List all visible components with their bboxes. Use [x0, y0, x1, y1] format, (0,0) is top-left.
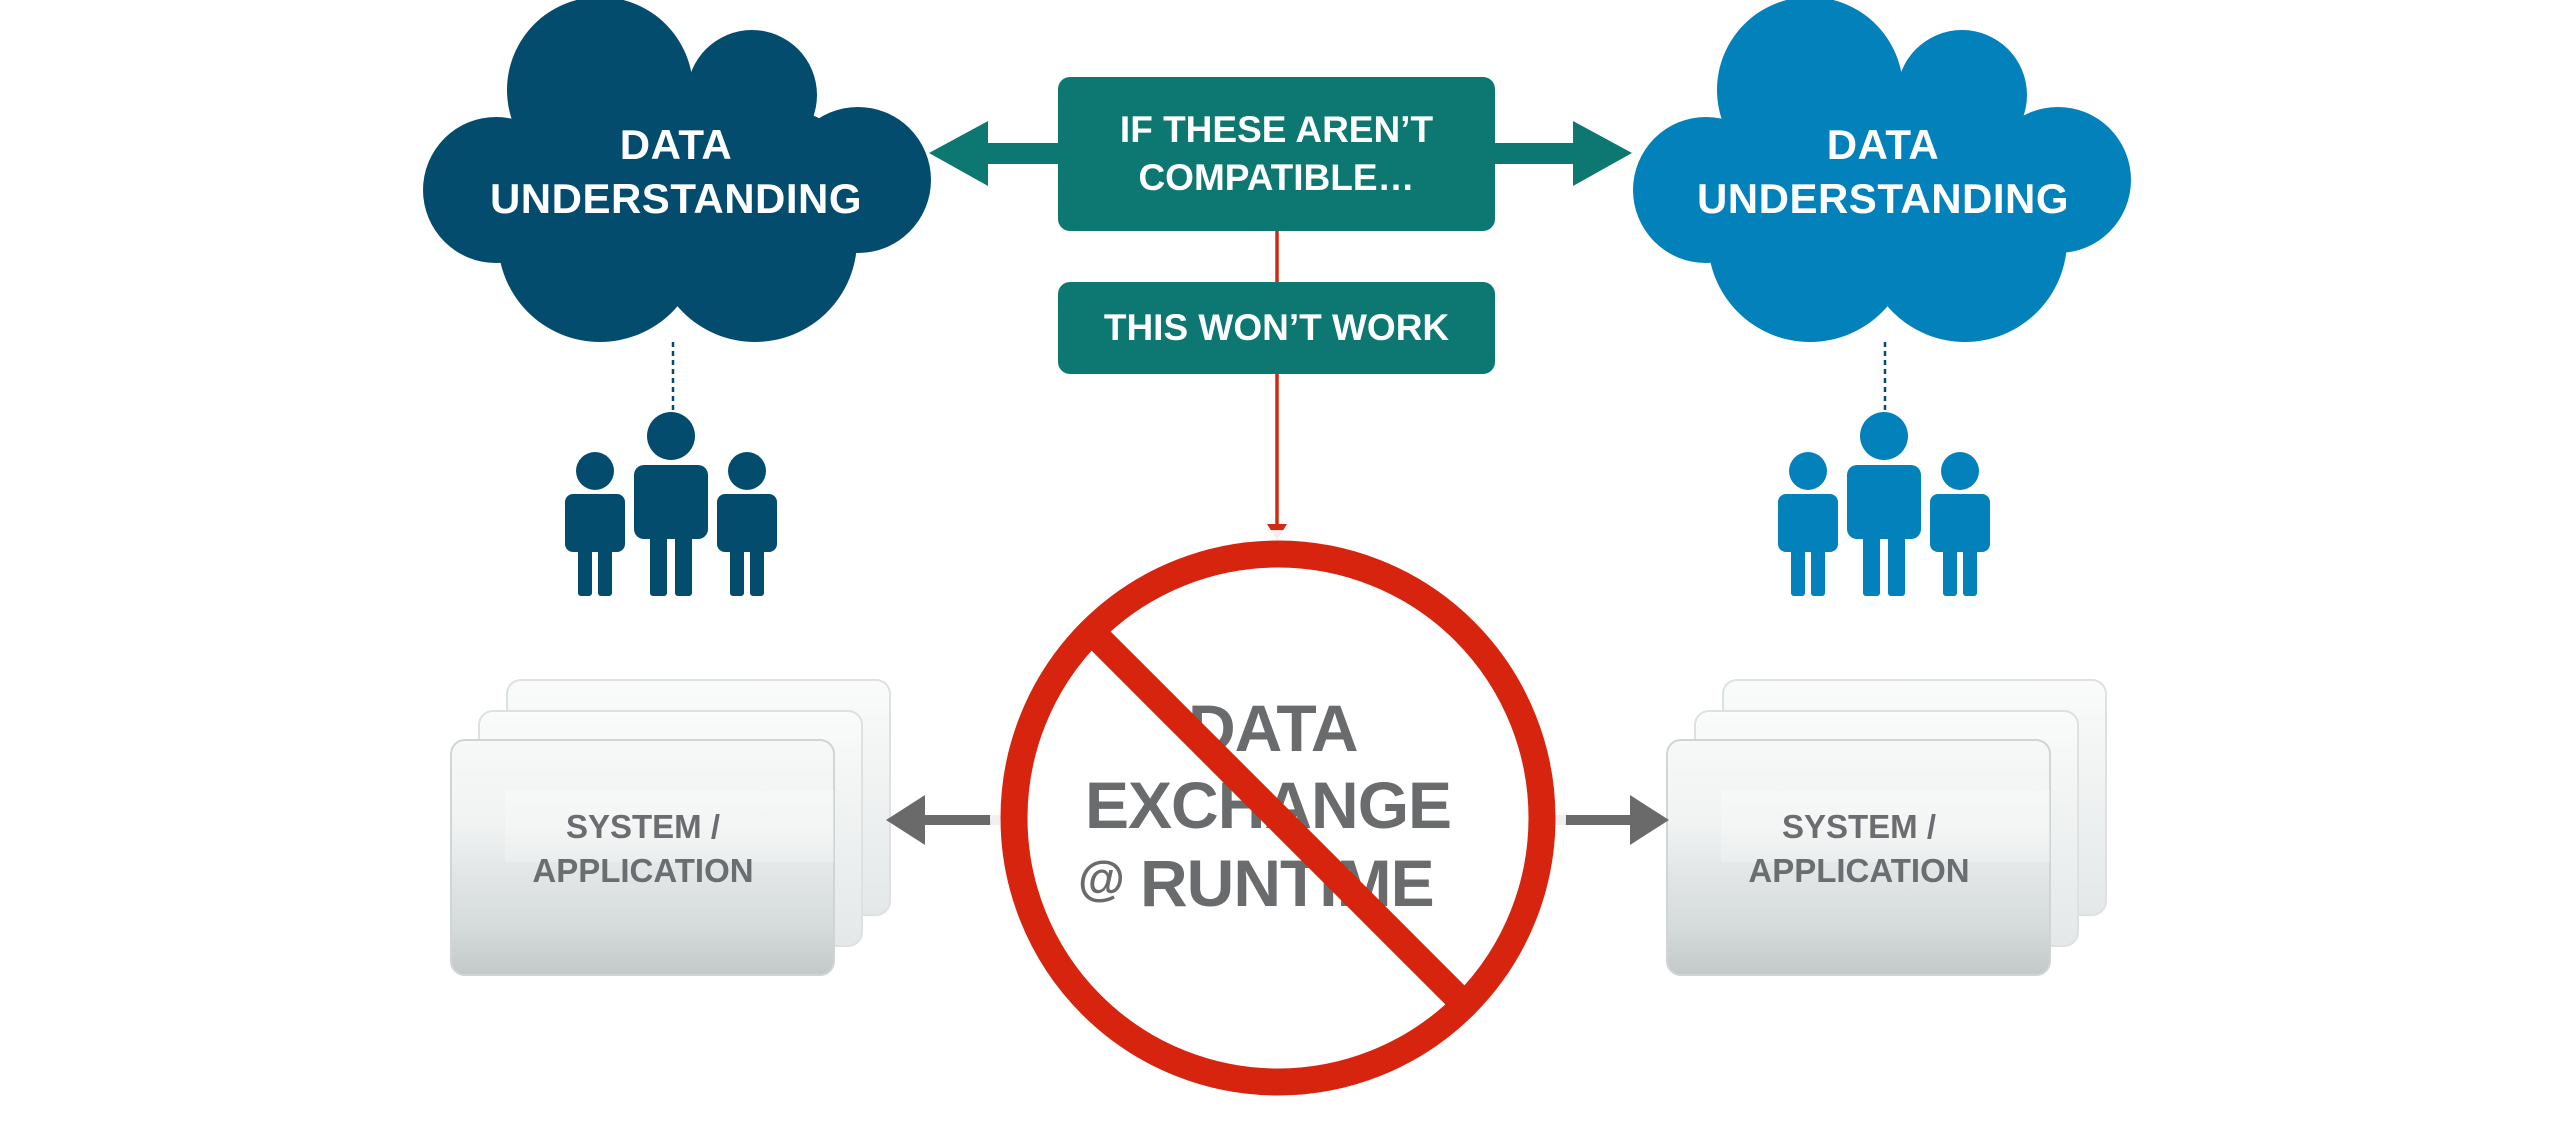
people-group-icon-left [565, 412, 777, 596]
cloud-label-right-line2: UNDERSTANDING [1696, 175, 2070, 222]
arrow-left-icon [929, 121, 1065, 186]
exchange-at: @ [1078, 853, 1125, 906]
system-label-left: SYSTEM / APPLICATION [488, 805, 798, 893]
gray-arrow-left-icon [886, 795, 1000, 845]
gray-arrow-right-icon [1555, 795, 1669, 845]
exchange-line1: DATA [1188, 691, 1359, 765]
cloud-label-left-line2: UNDERSTANDING [489, 175, 863, 222]
cloud-icon-left [423, 0, 931, 342]
stacked-windows-icon-right [1666, 679, 2107, 976]
connector-arrow [1267, 230, 1287, 540]
system-label-left-line2: APPLICATION [532, 852, 754, 889]
cloud-label-left-line1: DATA [619, 121, 733, 168]
result-box: THIS WON’T WORK [1058, 282, 1495, 374]
cloud-label-right: DATA UNDERSTANDING [1623, 118, 2143, 226]
condition-box-line1: IF THESE AREN’T [1119, 109, 1434, 150]
condition-box: IF THESE AREN’T COMPATIBLE… [1058, 77, 1495, 231]
arrow-right-icon [1490, 121, 1632, 186]
cloud-label-right-line1: DATA [1826, 121, 1940, 168]
exchange-line3: RUNTIME [1140, 846, 1435, 920]
system-label-left-line1: SYSTEM / [565, 808, 721, 845]
people-group-icon-right [1778, 412, 1990, 596]
cloud-icon-right [1633, 0, 2131, 342]
condition-box-line2: COMPATIBLE… [1138, 157, 1415, 198]
exchange-line2: EXCHANGE [1085, 768, 1452, 842]
cloud-label-left: DATA UNDERSTANDING [416, 118, 936, 226]
system-label-right-line2: APPLICATION [1748, 852, 1970, 889]
system-label-right: SYSTEM / APPLICATION [1704, 805, 2014, 893]
system-label-right-line1: SYSTEM / [1781, 808, 1937, 845]
stacked-windows-icon-left [450, 679, 891, 976]
result-box-label: THIS WON’T WORK [1103, 307, 1450, 348]
